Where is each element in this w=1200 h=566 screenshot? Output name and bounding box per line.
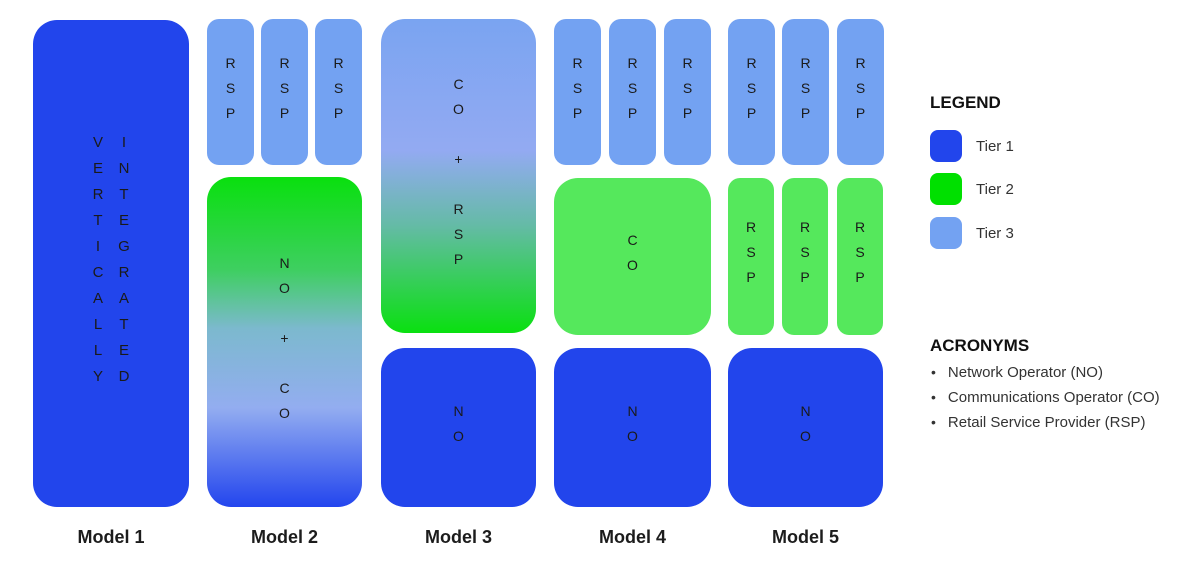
- word-integrated: INTEGRATED: [115, 133, 133, 394]
- acronym-item-rsp: • Retail Service Provider (RSP): [931, 414, 1145, 431]
- rsp-label: RSP: [797, 219, 813, 294]
- no-label: NO: [450, 402, 467, 453]
- vertical-text-pair: VERTICALLY INTEGRATED: [89, 133, 133, 394]
- model2-no-co-block: NO + CO: [207, 177, 362, 507]
- model2-caption: Model 2: [250, 527, 318, 547]
- tier1-label: Tier 1: [976, 137, 1014, 155]
- legend-title: LEGEND: [930, 93, 1001, 112]
- tier3-label: Tier 3: [976, 224, 1014, 242]
- bullet-dot-icon: •: [931, 414, 936, 430]
- rsp-label: RSP: [743, 54, 760, 130]
- acronym-text: Retail Service Provider (RSP): [947, 414, 1146, 431]
- acronyms-title: ACRONYMS: [930, 336, 1030, 355]
- tier3-swatch: [930, 217, 962, 249]
- rsp-label: RSP: [624, 54, 641, 130]
- acronym-text: Communications Operator (CO): [947, 389, 1160, 406]
- model4-rsp-block-3: RSP: [664, 19, 711, 165]
- model1-caption: Model 1: [77, 527, 145, 547]
- model4-no-block: NO: [554, 348, 711, 507]
- no-co-label: NO + CO: [276, 254, 293, 430]
- no-label: NO: [624, 402, 641, 453]
- model2-rsp-block-3: RSP: [315, 19, 362, 165]
- model5-rsp-block-1: RSP: [728, 19, 775, 165]
- rsp-label: RSP: [852, 219, 868, 294]
- model5-rsp-block-2: RSP: [782, 19, 829, 165]
- tier2-label: Tier 2: [976, 180, 1014, 198]
- model2-rsp-block-2: RSP: [261, 19, 308, 165]
- co-label: CO: [624, 231, 641, 282]
- model3-no-block: NO: [381, 348, 536, 507]
- model1-vertically-integrated-block: VERTICALLY INTEGRATED: [33, 20, 189, 507]
- legend-row-tier1: Tier 1: [930, 130, 1014, 162]
- model5-no-block: NO: [728, 348, 883, 507]
- rsp-label: RSP: [797, 54, 814, 130]
- rsp-label: RSP: [679, 54, 696, 130]
- model3-caption: Model 3: [424, 527, 492, 547]
- tier1-swatch: [930, 130, 962, 162]
- model5-rsp-block-3: RSP: [837, 19, 884, 165]
- legend-row-tier2: Tier 2: [930, 173, 1014, 205]
- bullet-dot-icon: •: [931, 389, 936, 405]
- legend-row-tier3: Tier 3: [930, 217, 1014, 249]
- no-label: NO: [797, 402, 814, 453]
- model5-caption: Model 5: [771, 527, 839, 547]
- acronym-item-co: • Communications Operator (CO): [931, 389, 1160, 406]
- rsp-label: RSP: [743, 219, 759, 294]
- model2-rsp-block-1: RSP: [207, 19, 254, 165]
- model4-co-block: CO: [554, 178, 711, 335]
- acronym-item-no: • Network Operator (NO): [931, 364, 1103, 381]
- model4-rsp-block-1: RSP: [554, 19, 601, 165]
- rsp-label: RSP: [852, 54, 869, 130]
- acronym-text: Network Operator (NO): [947, 364, 1103, 381]
- rsp-label: RSP: [276, 54, 293, 130]
- model3-co-rsp-block: CO + RSP: [381, 19, 536, 333]
- rsp-label: RSP: [222, 54, 239, 130]
- rsp-label: RSP: [330, 54, 347, 130]
- model5-green-rsp-block-1: RSP: [728, 178, 774, 335]
- tier2-swatch: [930, 173, 962, 205]
- word-vertically: VERTICALLY: [89, 133, 107, 394]
- model5-green-rsp-block-3: RSP: [837, 178, 883, 335]
- model4-rsp-block-2: RSP: [609, 19, 656, 165]
- co-rsp-label: CO + RSP: [450, 76, 467, 276]
- bullet-dot-icon: •: [931, 364, 936, 380]
- model4-caption: Model 4: [598, 527, 666, 547]
- rsp-label: RSP: [569, 54, 586, 130]
- model5-green-rsp-block-2: RSP: [782, 178, 828, 335]
